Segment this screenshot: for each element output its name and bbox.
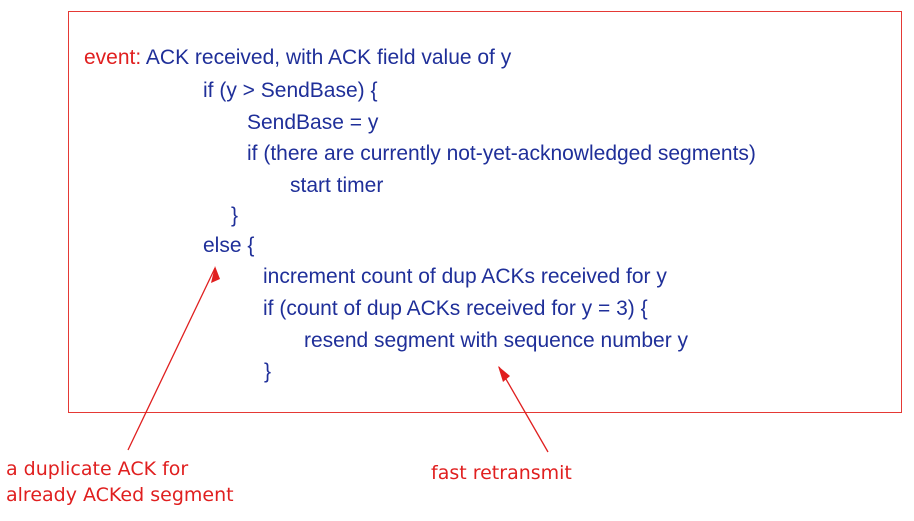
code-line-start-timer: start timer <box>290 174 384 197</box>
fast-retransmit-annotation: fast retransmit <box>431 462 572 484</box>
code-line-if-unacked: if (there are currently not-yet-acknowle… <box>247 142 756 165</box>
event-line-text: ACK received, with ACK field value of y <box>141 46 512 69</box>
code-line-close-brace-1: } <box>231 204 239 227</box>
code-line-close-brace-2: } <box>264 360 272 383</box>
code-line-assign-sendbase: SendBase = y <box>247 111 379 134</box>
code-box <box>68 11 902 413</box>
code-line-event: event: ACK received, with ACK field valu… <box>84 46 511 70</box>
event-keyword: event: <box>84 46 142 69</box>
duplicate-ack-annotation-line1: a duplicate ACK for <box>6 458 189 480</box>
code-line-if-sendbase: if (y > SendBase) { <box>203 79 378 102</box>
code-line-increment-dup: increment count of dup ACKs received for… <box>263 265 667 288</box>
code-line-else: else { <box>203 234 255 257</box>
duplicate-ack-annotation-line2: already ACKed segment <box>6 484 234 506</box>
code-line-resend-segment: resend segment with sequence number y <box>304 329 689 352</box>
code-line-if-dup-count: if (count of dup ACKs received for y = 3… <box>263 297 648 320</box>
